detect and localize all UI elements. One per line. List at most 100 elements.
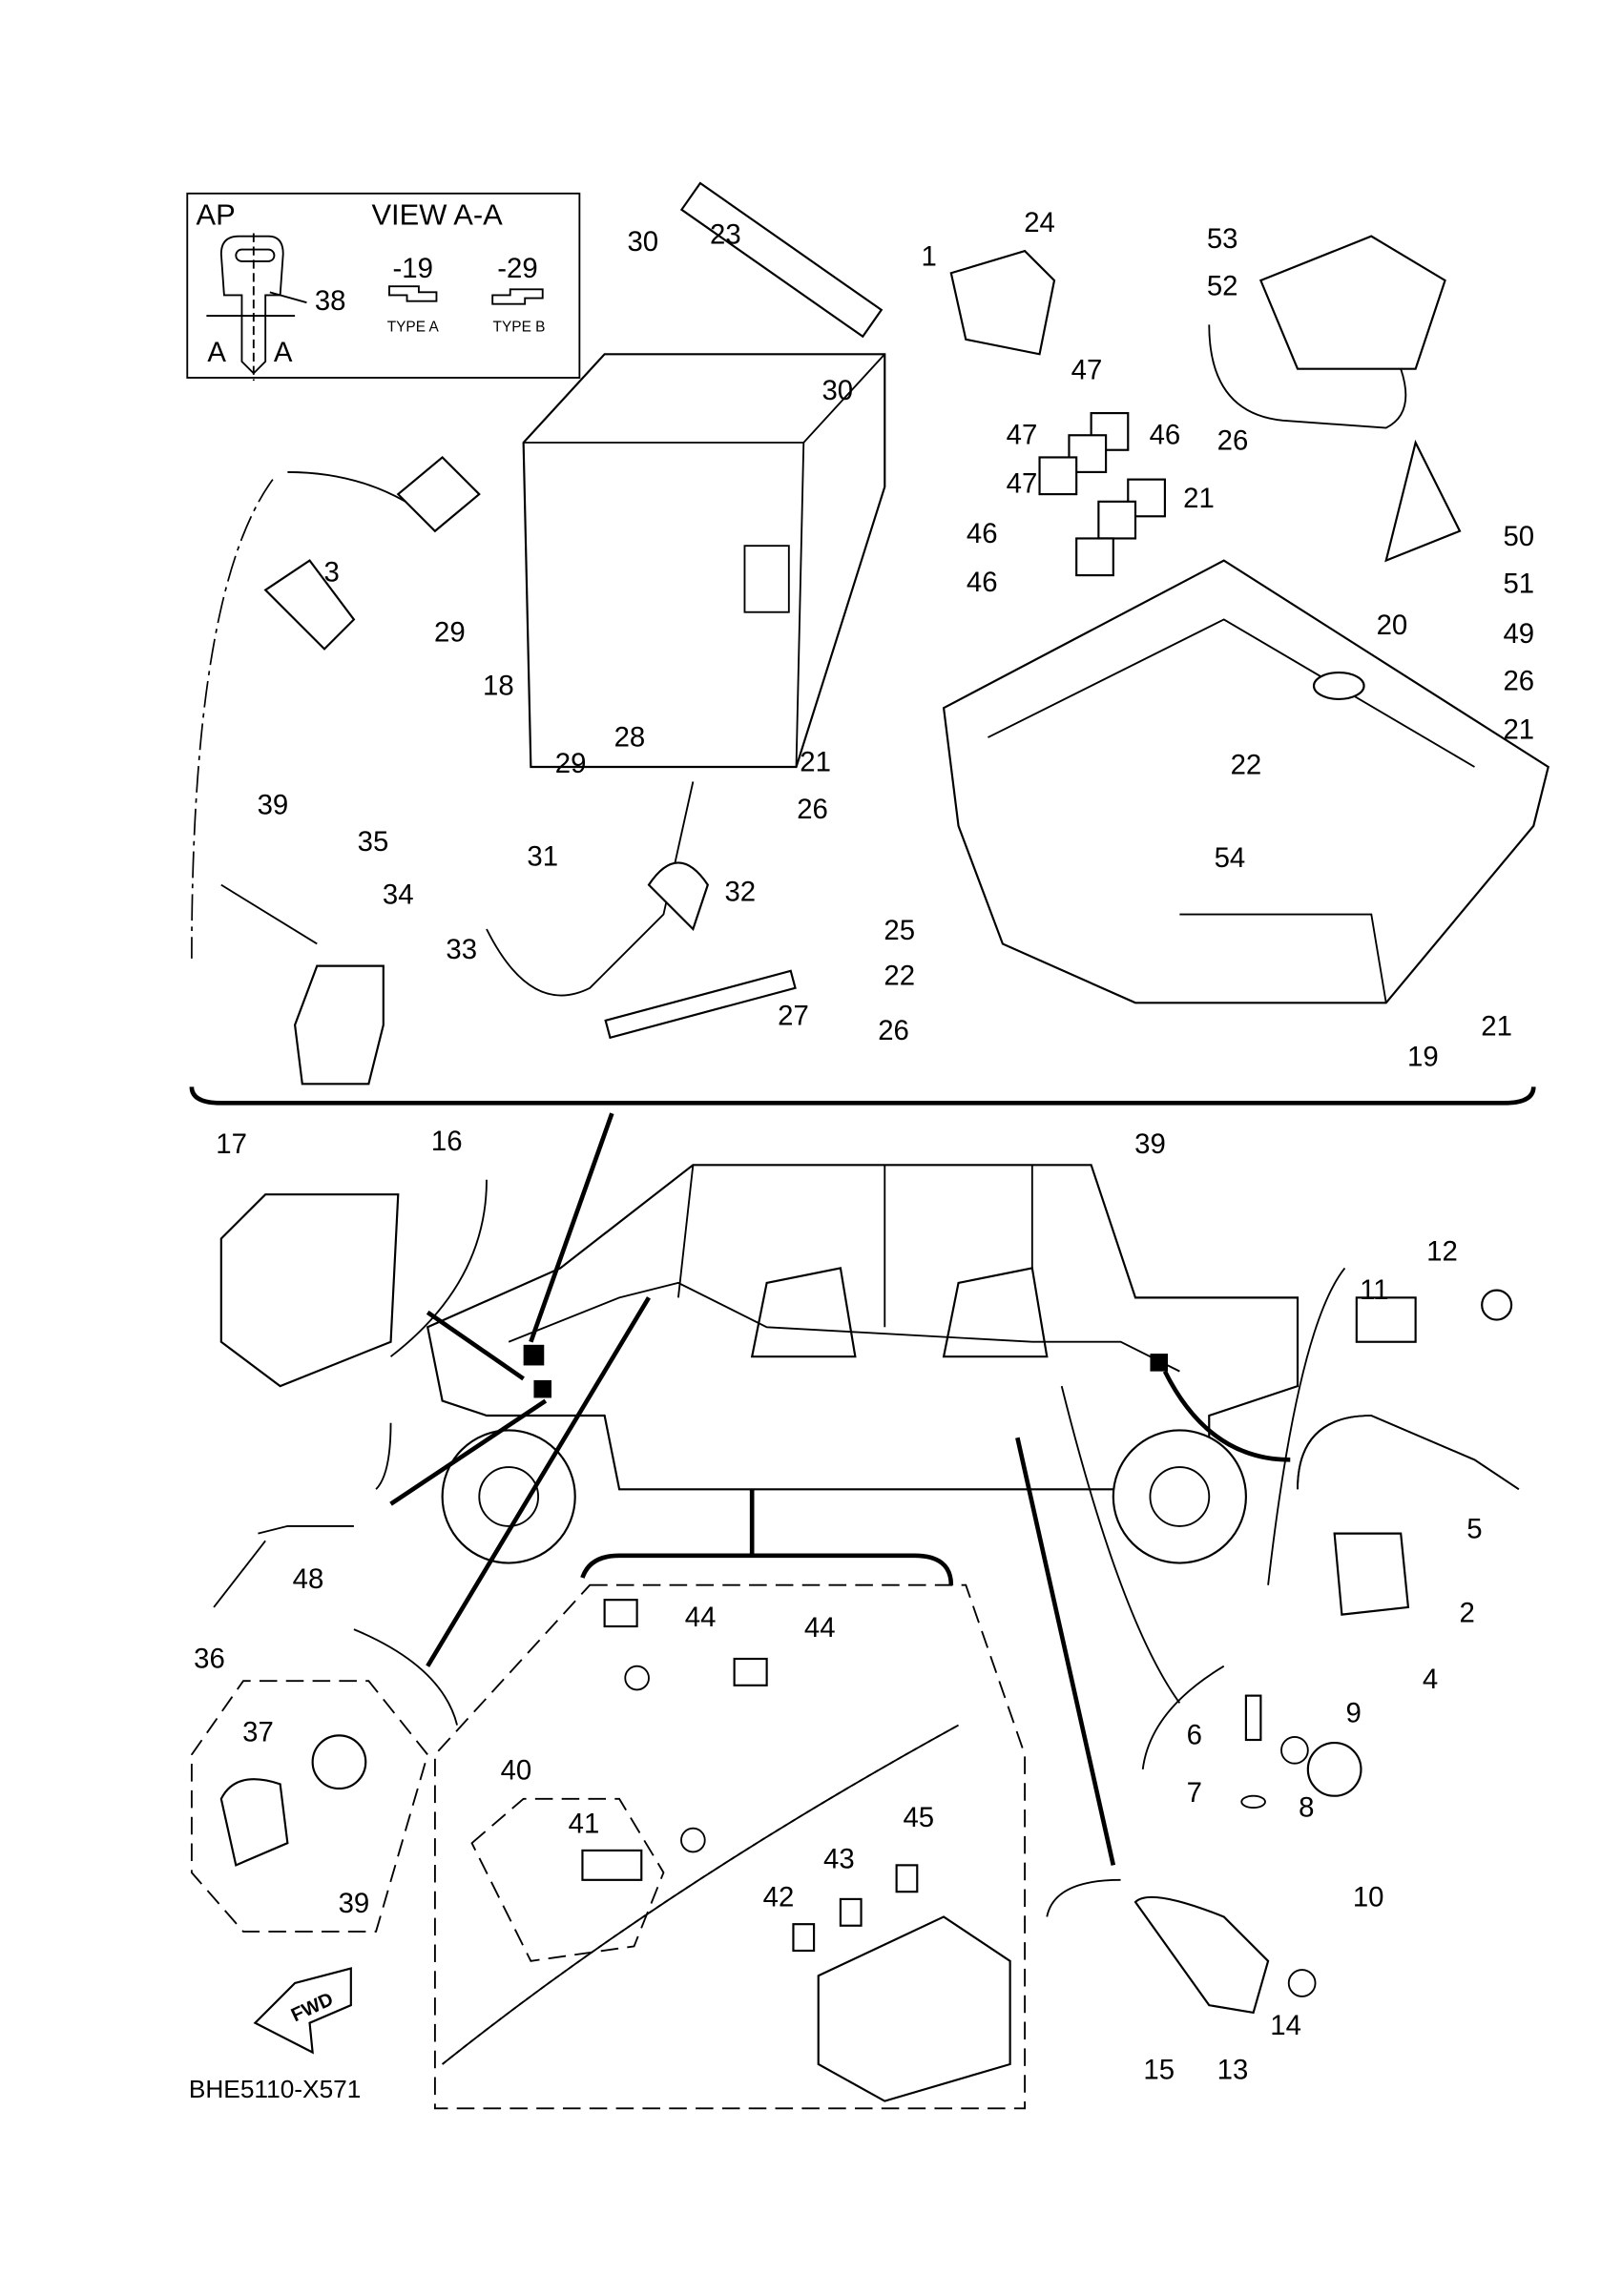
callout-23: 23 (710, 218, 741, 250)
battery-band (679, 181, 884, 339)
callout-42: 42 (763, 1882, 795, 1913)
sensor-36 (219, 1778, 289, 1867)
cable-tie (604, 969, 797, 1040)
callout-31: 31 (527, 841, 558, 873)
rear-wheel (1112, 1429, 1247, 1564)
callout-5: 5 (1466, 1513, 1482, 1544)
callout-32: 32 (724, 877, 756, 908)
callout-8: 8 (1299, 1791, 1314, 1823)
top-assembly (191, 181, 1549, 1086)
callout-10: 10 (1353, 1882, 1384, 1913)
callout-41: 41 (569, 1808, 600, 1839)
callout-16: 16 (431, 1126, 463, 1157)
callout-45: 45 (903, 1802, 934, 1833)
callout-54: 54 (1215, 842, 1246, 874)
cap (396, 455, 481, 533)
seats (750, 1267, 1049, 1358)
callout-30: 30 (821, 375, 853, 406)
callout-26: 26 (1503, 666, 1534, 697)
callout-13: 13 (1217, 2054, 1249, 2085)
callout-3: 3 (324, 556, 340, 588)
fuse-44a (603, 1599, 638, 1628)
callout-25: 25 (884, 915, 915, 946)
callout-21: 21 (1183, 483, 1215, 514)
type-a-code: -19 (393, 253, 433, 284)
section-mark-left: A (207, 337, 226, 368)
o-ring-12 (1481, 1289, 1513, 1321)
callout-26: 26 (878, 1015, 909, 1046)
fwd-arrow-icon (253, 1967, 352, 2055)
callout-47: 47 (1007, 468, 1038, 500)
o-ring-9 (1280, 1735, 1309, 1765)
starter-relay (293, 964, 385, 1086)
view-title: VIEW A-A (371, 198, 503, 232)
cap-37 (311, 1734, 367, 1790)
callout-22: 22 (884, 961, 915, 992)
callout-4: 4 (1423, 1664, 1438, 1695)
sub-lead-40-frame (470, 1797, 665, 1962)
callout-22: 22 (1231, 750, 1262, 781)
callout-26: 26 (797, 794, 828, 825)
callout-39: 39 (258, 789, 289, 820)
callout-18: 18 (483, 670, 514, 701)
type-b-code: -29 (497, 253, 537, 284)
callout-30: 30 (627, 226, 658, 258)
callout-44: 44 (804, 1612, 836, 1644)
callout-37: 37 (242, 1717, 274, 1748)
rectifier-regulator (219, 1193, 400, 1388)
callout-48: 48 (293, 1563, 324, 1595)
callout-35: 35 (358, 826, 389, 858)
callout-24: 24 (1024, 207, 1055, 238)
callout-21: 21 (800, 747, 831, 778)
vehicle-outline (426, 1164, 1300, 1564)
callout-47: 47 (1071, 355, 1103, 386)
leaders (353, 1112, 1346, 1917)
callout-29: 29 (555, 748, 587, 779)
callout-53: 53 (1207, 223, 1238, 255)
callout-38: 38 (315, 285, 346, 317)
battery (522, 353, 886, 769)
sensor-36-frame (190, 1680, 429, 1933)
callout-21: 21 (1481, 1010, 1512, 1042)
callout-12: 12 (1426, 1236, 1458, 1268)
sub-lead-41 (581, 1849, 643, 1881)
callout-44: 44 (685, 1602, 717, 1633)
key-inset: AP VIEW A-A -19 -29 TYPE A TYPE B 38 A A (186, 192, 581, 382)
callout-7: 7 (1187, 1777, 1202, 1809)
ignition-coil (1333, 1532, 1410, 1616)
callout-1: 1 (921, 241, 936, 273)
front-wheel (441, 1429, 576, 1564)
callout-40: 40 (501, 1755, 532, 1787)
type-a-profile (388, 285, 438, 302)
diagram-code: BHE5110-X571 (189, 2075, 362, 2103)
fuse-box (817, 1915, 1011, 2102)
callout-39: 39 (1134, 1128, 1166, 1160)
type-b-label: TYPE B (493, 320, 546, 336)
callout-28: 28 (614, 721, 646, 753)
callout-20: 20 (1377, 610, 1408, 641)
callout-2: 2 (1460, 1597, 1475, 1628)
callout-34: 34 (383, 879, 414, 911)
key-icon (219, 235, 284, 375)
callout-6: 6 (1187, 1720, 1202, 1751)
spark-plug (1244, 1694, 1262, 1742)
section-mark-right: A (274, 337, 293, 368)
callout-39: 39 (339, 1888, 370, 1919)
callout-50: 50 (1503, 521, 1534, 552)
callout-43: 43 (823, 1843, 855, 1874)
callout-11: 11 (1360, 1274, 1388, 1306)
ecu (1258, 235, 1446, 370)
callout-19: 19 (1407, 1042, 1439, 1073)
relays (1038, 412, 1166, 577)
speed-sensor-8 (1306, 1742, 1362, 1797)
fuse-44b (733, 1657, 768, 1686)
grommet-20 (1312, 672, 1365, 700)
callout-27: 27 (778, 1000, 809, 1031)
callout-29: 29 (434, 617, 466, 649)
battery-box (942, 559, 1549, 1004)
callout-46: 46 (967, 567, 998, 598)
